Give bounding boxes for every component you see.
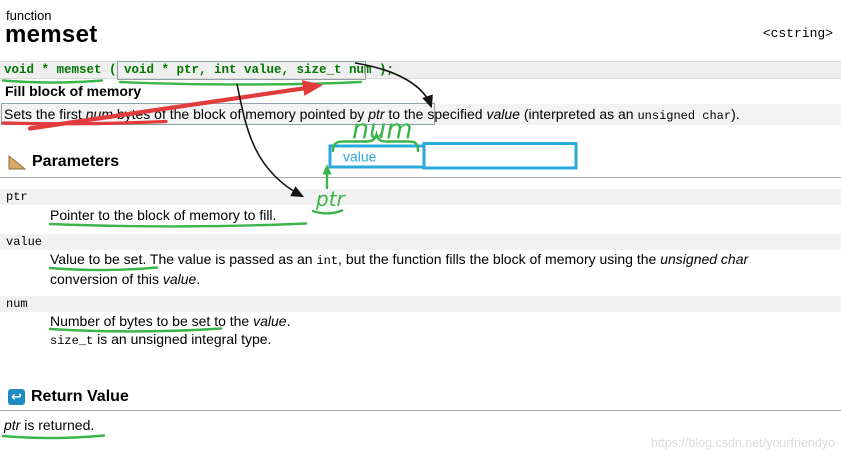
underline-return-text [1,434,106,440]
function-signature: void * memset ( void * ptr, int value, s… [0,61,841,79]
param-name-value: value [0,234,841,250]
return-section-divider [0,410,841,411]
param-name-num: num [0,296,841,312]
return-value-section-header: ↩ Return Value [8,388,129,406]
function-description: Sets the first num bytes of the block of… [0,104,841,125]
parameters-section-divider [0,177,841,178]
page-title: memset [5,21,98,48]
param-desc-ptr: Pointer to the block of memory to fill. [50,207,277,223]
red-arrow-head [302,80,323,96]
parameters-icon [8,154,27,170]
return-value-title: Return Value [31,388,129,405]
underline-signature-args [118,80,363,86]
blue-highlight-boxes: value [328,142,578,170]
header-library-name: <cstring> [762,26,833,41]
param-desc-num: Number of bytes to be set to the value.s… [50,313,291,348]
parameters-title: Parameters [32,153,120,170]
watermark-url: https://blog.csdn.net/yourfriendyo [650,436,835,450]
return-arrow-icon: ↩ [8,389,25,405]
function-tagline: Fill block of memory [5,83,142,99]
green-up-arrow-head [322,164,332,175]
blue-box-value [328,144,426,169]
blue-box-empty [422,142,578,170]
green-brace [331,129,420,153]
param-name-ptr: ptr [0,189,841,205]
blue-box-value-label: value [343,149,377,165]
return-value-text: ptr is returned. [4,417,95,433]
function-kind-label: function [6,8,52,23]
black-arrow-to-ptr-annotation [236,83,305,198]
param-desc-value: Value to be set. The value is passed as … [50,251,749,287]
parameters-section-header: Parameters [8,153,119,171]
